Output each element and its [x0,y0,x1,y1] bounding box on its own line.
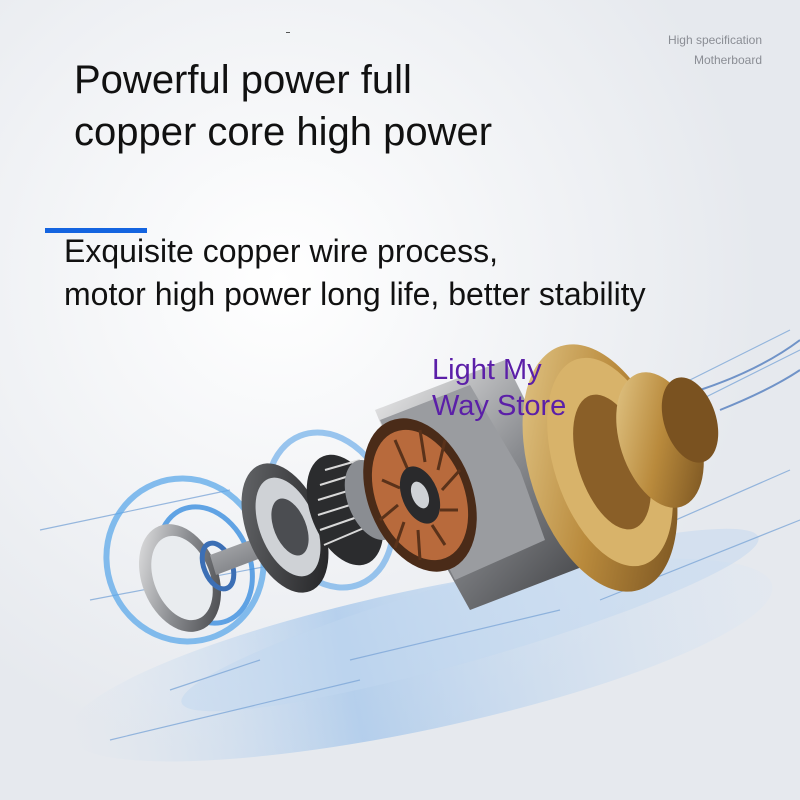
headline-line-1: Powerful power full [74,58,412,102]
feature-line-2: motor high power long life, better stabi… [64,276,646,312]
spec-caption: High specification Motherboard [668,30,762,70]
feature-description: Exquisite copper wire process, motor hig… [64,230,646,316]
motor-housing [363,360,600,610]
gold-end-cap [522,344,719,592]
feature-line-1: Exquisite copper wire process, [64,233,498,269]
headline: Powerful power full copper core high pow… [74,54,492,158]
watermark-line-1: Light My [432,354,542,386]
decorative-dash [286,32,290,33]
motor-exploded-illustration [39,329,800,762]
store-watermark: Light My Way Store [432,352,566,424]
headline-line-2: copper core high power [74,110,493,154]
spec-line-2: Motherboard [693,53,762,67]
spec-line-1: High specification [667,33,762,47]
watermark-line-2: Way Store [432,390,567,422]
accent-bar [45,228,147,233]
bearing [241,463,329,593]
